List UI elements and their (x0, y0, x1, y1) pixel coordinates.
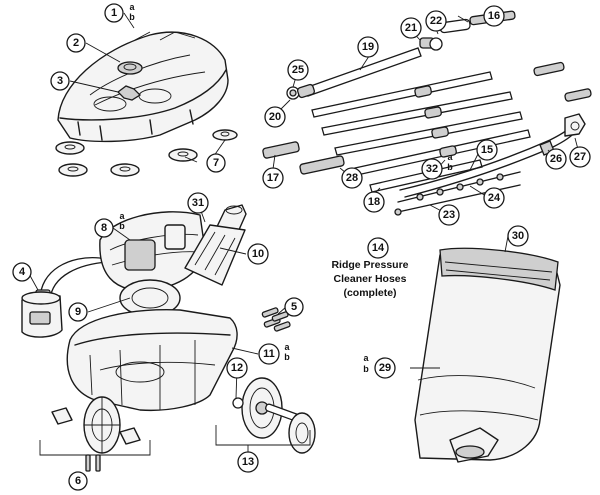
callout-14: 14 (367, 237, 389, 259)
callout-22-label: 22 (430, 15, 442, 27)
debris-bag (410, 247, 561, 463)
callout-7: 7 (206, 153, 226, 173)
callout-30: 30 (507, 225, 529, 247)
callout-21-label: 21 (405, 22, 417, 34)
callout-11-sub-a: a (284, 342, 290, 352)
callout-28: 28 (341, 167, 363, 189)
wheel-assembly-part-13 (232, 377, 316, 454)
callout-11-sub-b: b (284, 352, 290, 362)
callout-21: 21 (400, 17, 422, 39)
callout-20: 20 (264, 106, 286, 128)
turbine-assembly (21, 204, 247, 338)
callout-12: 12 (226, 357, 248, 379)
callout-10-label: 10 (252, 248, 264, 260)
callout-11: 11 a b (258, 342, 290, 365)
callout-31-label: 31 (192, 197, 204, 209)
callout-19: 19 (357, 36, 379, 58)
callout-25-label: 25 (292, 64, 304, 76)
callout-26-label: 26 (550, 153, 562, 165)
callout-6: 6 (68, 471, 88, 491)
callout-13-label: 13 (242, 456, 254, 468)
callout-11-label: 11 (263, 348, 275, 360)
callout-8: 8 a b (94, 211, 125, 238)
callout-8-sub-a: a (119, 211, 125, 221)
callout-22: 22 (425, 10, 447, 32)
callouts: 1 a b 2 3 4 5 6 7 8 (12, 2, 591, 491)
callout-14-label: 14 (372, 242, 385, 254)
callout-8-sub-b: b (119, 221, 125, 231)
callout-19-label: 19 (362, 41, 374, 53)
callout-32: 32 a b (421, 152, 453, 180)
callout-24: 24 (483, 187, 505, 209)
callout-26: 26 (545, 148, 567, 170)
callout-9-label: 9 (75, 306, 81, 318)
callout-4-label: 4 (19, 266, 26, 278)
callout-18-label: 18 (368, 196, 380, 208)
callout-3: 3 (50, 71, 70, 91)
wheel-part-6 (39, 396, 151, 472)
callout-1: 1 a b (104, 2, 135, 23)
callout-29: 29 a b (363, 353, 396, 379)
callout-10: 10 (247, 243, 269, 265)
callout-29-sub-a: a (363, 353, 369, 363)
callout-24-label: 24 (488, 192, 501, 204)
callout-29-label: 29 (379, 362, 391, 374)
callout-8-label: 8 (101, 222, 107, 234)
callout-3-label: 3 (57, 75, 63, 87)
hose-assembly (262, 10, 592, 216)
callout-7-label: 7 (213, 157, 219, 169)
callout-17-label: 17 (267, 172, 279, 184)
title-line-2: Cleaner Hoses (334, 273, 407, 285)
callout-4: 4 (12, 262, 32, 282)
callout-17: 17 (262, 167, 284, 189)
body-base (66, 309, 238, 412)
callout-1-sub-a: a (129, 2, 135, 12)
callout-25: 25 (287, 59, 309, 81)
callout-2-label: 2 (73, 37, 79, 49)
callout-16-label: 16 (488, 10, 500, 22)
callout-27: 27 (569, 146, 591, 168)
callout-13: 13 (237, 451, 259, 473)
callout-12-label: 12 (231, 362, 243, 374)
callout-23-label: 23 (443, 209, 455, 221)
callout-32-sub-b: b (447, 162, 453, 172)
callout-15-label: 15 (481, 144, 493, 156)
callout-16: 16 (483, 5, 505, 27)
callout-29-sub-b: b (363, 364, 369, 374)
callout-27-label: 27 (574, 151, 586, 163)
callout-2: 2 (66, 33, 86, 53)
callout-28-label: 28 (346, 172, 358, 184)
title-line-1: Ridge Pressure (331, 259, 408, 271)
callout-20-label: 20 (269, 111, 281, 123)
callout-5: 5 (284, 297, 304, 317)
callout-6-label: 6 (75, 475, 81, 487)
callout-1-label: 1 (111, 7, 117, 19)
top-cover (57, 31, 229, 143)
callout-23: 23 (438, 204, 460, 226)
callout-1-sub-b: b (129, 12, 135, 22)
callout-30-label: 30 (512, 230, 524, 242)
hose-set-title: Ridge Pressure Cleaner Hoses (complete) (331, 259, 408, 299)
callout-15: 15 (476, 139, 498, 161)
title-line-3: (complete) (343, 287, 396, 299)
tail-beads (416, 173, 504, 201)
callout-32-label: 32 (426, 163, 438, 175)
callout-18: 18 (363, 191, 385, 213)
callout-32-sub-a: a (447, 152, 453, 162)
callout-9: 9 (68, 302, 88, 322)
callout-31: 31 (187, 192, 209, 214)
callout-5-label: 5 (291, 301, 297, 313)
